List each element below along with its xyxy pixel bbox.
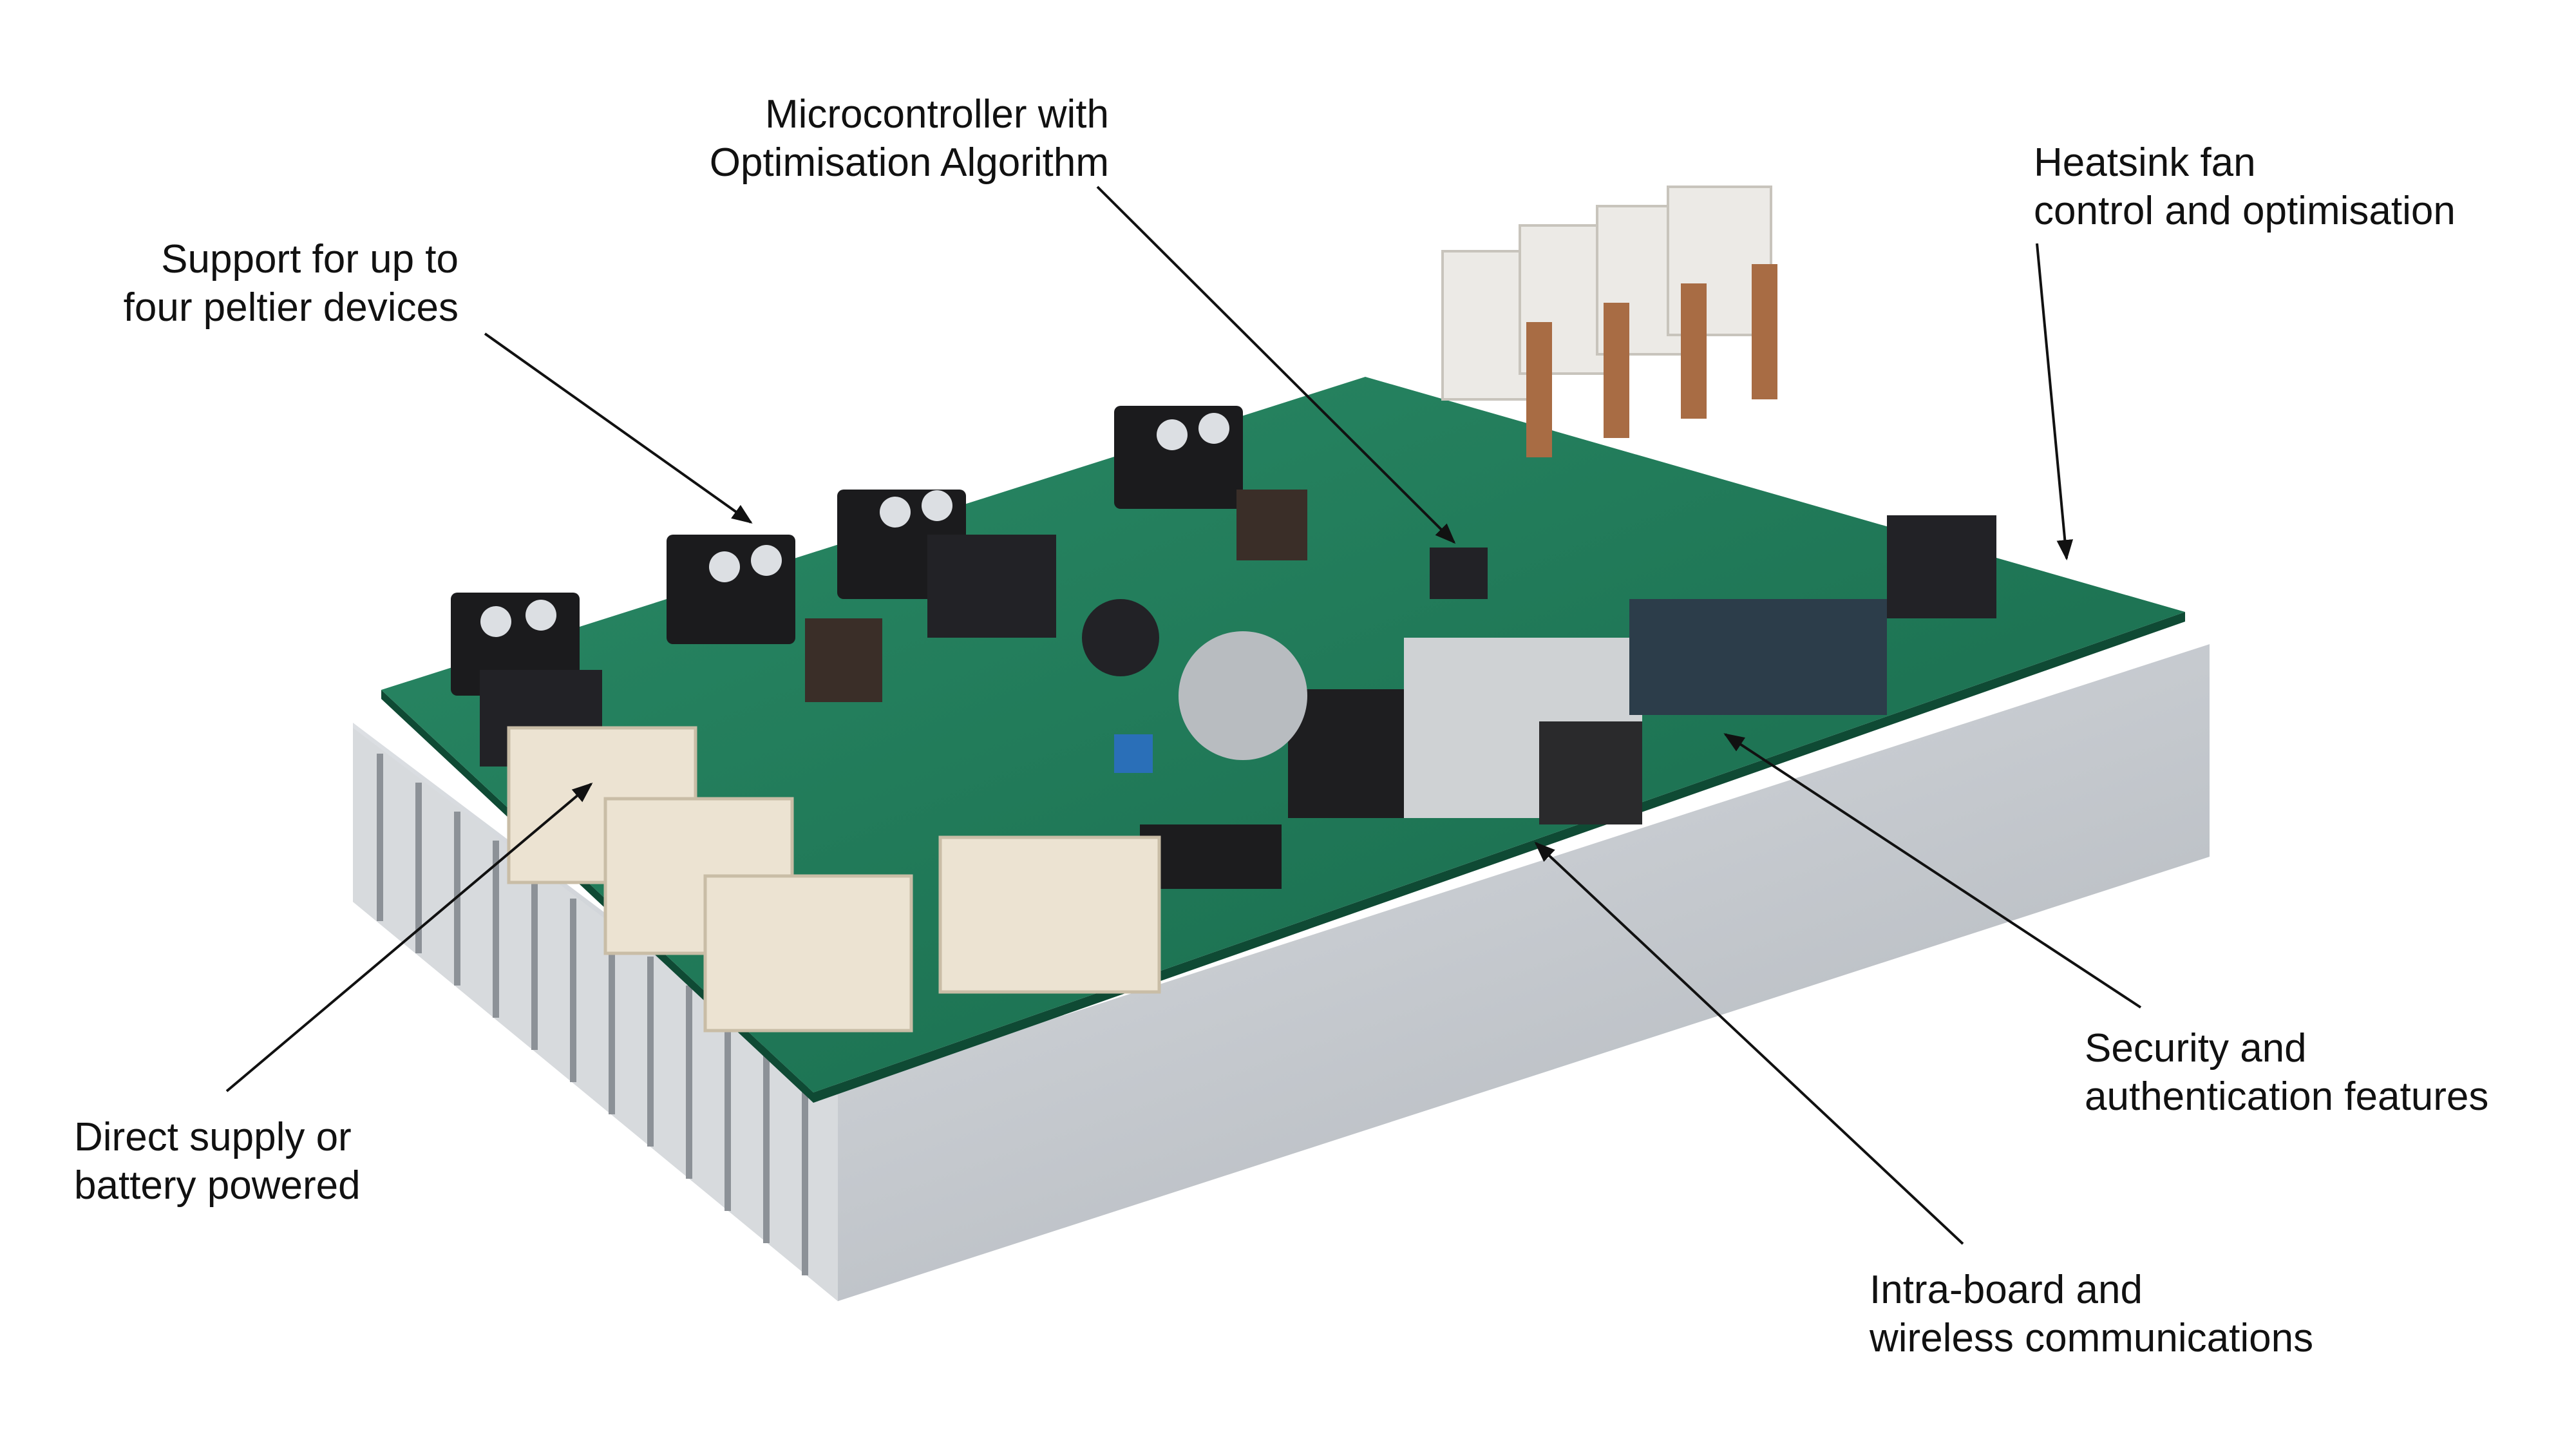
label-comms: Intra-board and wireless communications [1870,1266,2313,1362]
label-heatsink-fan: Heatsink fan control and optimisation [2034,138,2456,235]
leader-lines [225,186,2142,1245]
leader-microcontroller [1096,186,1456,544]
label-line: Optimisation Algorithm [709,140,1109,185]
label-security: Security and authentication features [2085,1024,2488,1121]
label-line: Support for up to [161,237,459,281]
label-line: Heatsink fan [2034,140,2256,185]
label-line: authentication features [2085,1074,2489,1119]
leader-power [225,782,593,1092]
leader-heatsink-fan [2036,243,2074,561]
label-line: four peltier devices [123,285,459,330]
leader-security [1723,733,2142,1009]
label-peltier: Support for up to four peltier devices [124,235,459,332]
label-line: Direct supply or [74,1115,352,1159]
label-line: battery powered [74,1163,361,1208]
label-line: Security and [2085,1026,2307,1071]
leader-comms [1534,841,1964,1245]
heatsink [353,644,2210,1301]
label-line: Microcontroller with [764,92,1109,137]
label-line: control and optimisation [2034,189,2456,233]
label-line: wireless communications [1870,1316,2314,1360]
peltier-connectors [1441,186,1777,457]
label-line: Intra-board and [1870,1268,2143,1312]
label-power: Direct supply or battery powered [74,1113,361,1210]
leader-peltier [484,332,753,524]
power-connectors [507,726,1161,1033]
label-microcontroller: Microcontroller with Optimisation Algori… [710,90,1109,187]
components [480,490,1996,889]
